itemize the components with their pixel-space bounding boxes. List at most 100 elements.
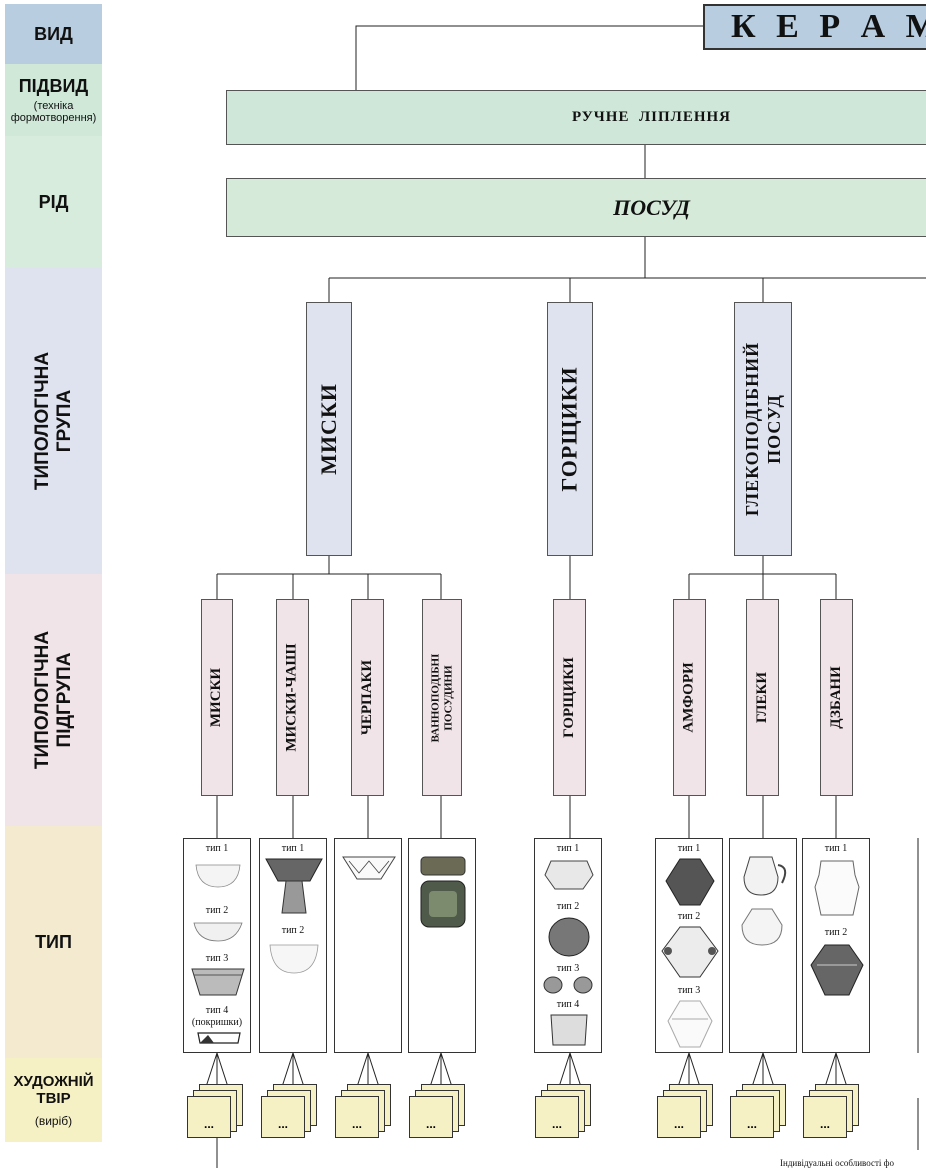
vessel-jug-icon xyxy=(741,908,783,946)
typebox-misky: тип 1 тип 2 тип 3 тип 4 (покришки) xyxy=(183,838,251,1053)
subgroup-dzbany: ДЗБАНИ xyxy=(820,599,853,796)
artwork-stack-hleky: ... xyxy=(730,1084,790,1152)
vessel-ladle-icon xyxy=(342,856,396,880)
genus-label: ПОСУД xyxy=(613,194,690,220)
typebox-vannopodibni xyxy=(408,838,476,1053)
type-label: тип 3 xyxy=(205,953,229,964)
typebox-hleky xyxy=(729,838,797,1053)
genus-box: ПОСУД xyxy=(226,178,926,237)
level-vyd: ВИД xyxy=(5,4,102,64)
artwork-card: ... xyxy=(535,1096,579,1138)
group-glekopodibnyi-label: ГЛЕКОПОДІБНИЙ ПОСУД xyxy=(742,341,784,517)
level-pidvyd-label: ПІДВИД xyxy=(18,76,89,96)
typebox-amfory: тип 1 тип 2 тип 3 xyxy=(655,838,723,1053)
level-artwork: ХУДОЖНІЙ ТВІР (виріб) xyxy=(5,1058,102,1142)
subtype-box: РУЧНЕ ЛІПЛЕННЯ xyxy=(226,90,926,145)
type-label: тип 1 xyxy=(824,843,848,854)
artwork-stack-horshchyky: ... xyxy=(535,1084,595,1152)
subgroup-cherpaky-label: ЧЕРПАКИ xyxy=(359,659,376,736)
vessel-jug-icon xyxy=(743,856,787,896)
artwork-card: ... xyxy=(187,1096,231,1138)
artwork-card: ... xyxy=(261,1096,305,1138)
vessel-pot-icon xyxy=(543,976,593,994)
typebox-dzbany: тип 1 тип 2 xyxy=(802,838,870,1053)
root-label: К Е Р А М xyxy=(731,8,926,45)
level-group: ТИПОЛОГІЧНА ГРУПА xyxy=(5,268,102,574)
vessel-lid-icon xyxy=(197,1032,241,1044)
subgroup-cherpaky: ЧЕРПАКИ xyxy=(351,599,384,796)
subgroup-horshchyky: ГОРЩИКИ xyxy=(553,599,586,796)
group-glekopodibnyi: ГЛЕКОПОДІБНИЙ ПОСУД xyxy=(734,302,792,556)
type-label: тип 2 xyxy=(556,901,580,912)
vessel-amphora-icon xyxy=(667,1000,713,1048)
level-artwork-note: (виріб) xyxy=(34,1114,73,1128)
vessel-bowl-icon xyxy=(195,864,241,888)
type-label: тип 4 xyxy=(205,1005,229,1016)
group-horshchyky: ГОРЩИКИ xyxy=(547,302,593,556)
artwork-stack-amfory: ... xyxy=(657,1084,717,1152)
subgroup-misky-chashi-label: МИСКИ-ЧАШІ xyxy=(284,643,301,752)
type-label: тип 2 xyxy=(677,911,701,922)
type-label: тип 2 xyxy=(824,927,848,938)
level-pidvyd-note: (техніка формотворення) xyxy=(10,100,97,124)
group-horshchyky-label: ГОРЩИКИ xyxy=(557,366,582,492)
level-typ-label: ТИП xyxy=(35,932,72,952)
root-box: К Е Р А М xyxy=(703,4,926,50)
level-rid-label: РІД xyxy=(38,192,69,212)
artwork-stack-vannopodibni: ... xyxy=(409,1084,469,1152)
vessel-pitcher-icon xyxy=(814,860,860,916)
vessel-cup-icon xyxy=(265,858,323,914)
subgroup-horshchyky-label: ГОРЩИКИ xyxy=(561,657,577,738)
subgroup-amfory-label: АМФОРИ xyxy=(681,662,698,733)
subgroup-vannopodibni-label: ВАННОПОДІБНІ ПОСУДИНИ xyxy=(429,653,454,742)
subtype-label: РУЧНЕ ЛІПЛЕННЯ xyxy=(571,109,731,125)
subgroup-amfory: АМФОРИ xyxy=(673,599,706,796)
typebox-misky-chashi: тип 1 тип 2 xyxy=(259,838,327,1053)
subgroup-misky: МИСКИ xyxy=(201,599,233,796)
typebox-cherpaky xyxy=(334,838,402,1053)
vessel-pitcher-icon xyxy=(810,944,864,996)
vessel-pot-icon xyxy=(548,917,590,957)
type-note: (покришки) xyxy=(191,1017,243,1028)
artwork-stack-cherpaky: ... xyxy=(335,1084,395,1152)
artwork-stack-misky-chashi: ... xyxy=(261,1084,321,1152)
type-label: тип 2 xyxy=(205,905,229,916)
level-rid: РІД xyxy=(5,136,102,268)
type-label: тип 1 xyxy=(205,843,229,854)
typebox-horshchyky: тип 1 тип 2 тип 3 тип 4 xyxy=(534,838,602,1053)
type-label: тип 3 xyxy=(556,963,580,974)
vessel-bowl-icon xyxy=(191,968,245,996)
level-vyd-label: ВИД xyxy=(34,24,73,44)
subgroup-dzbany-label: ДЗБАНИ xyxy=(828,666,844,729)
subgroup-vannopodibni: ВАННОПОДІБНІ ПОСУДИНИ xyxy=(422,599,462,796)
subgroup-hleky: ГЛЕКИ xyxy=(746,599,779,796)
vessel-amphora-icon xyxy=(665,858,715,906)
artwork-card: ... xyxy=(730,1096,774,1138)
artwork-card: ... xyxy=(657,1096,701,1138)
type-label: тип 3 xyxy=(677,985,701,996)
vessel-amphora-icon xyxy=(661,926,719,978)
level-pidvyd: ПІДВИД (техніка формотворення) xyxy=(5,64,102,136)
vessel-tub-icon xyxy=(420,856,466,928)
vessel-bowl-icon xyxy=(193,922,243,942)
subgroup-misky-chashi: МИСКИ-ЧАШІ xyxy=(276,599,309,796)
subgroup-misky-label: МИСКИ xyxy=(208,667,225,728)
type-label: тип 1 xyxy=(556,843,580,854)
level-subgroup: ТИПОЛОГІЧНА ПІДГРУПА xyxy=(5,574,102,826)
vessel-pot-icon xyxy=(550,1014,588,1046)
group-misky-label: МИСКИ xyxy=(316,383,341,475)
footer-caption: Індивідуальні особливості фо xyxy=(780,1158,894,1168)
type-label: тип 1 xyxy=(677,843,701,854)
artwork-card: ... xyxy=(335,1096,379,1138)
level-typ: ТИП xyxy=(5,826,102,1058)
level-artwork-label: ХУДОЖНІЙ ТВІР xyxy=(13,1073,94,1107)
type-label: тип 1 xyxy=(281,843,305,854)
group-misky: МИСКИ xyxy=(306,302,352,556)
artwork-card: ... xyxy=(409,1096,453,1138)
vessel-cup-icon xyxy=(269,944,319,974)
type-label: тип 2 xyxy=(281,925,305,936)
artwork-stack-misky: ... xyxy=(187,1084,247,1152)
artwork-stack-dzbany: ... xyxy=(803,1084,863,1152)
vessel-pot-icon xyxy=(544,860,594,890)
